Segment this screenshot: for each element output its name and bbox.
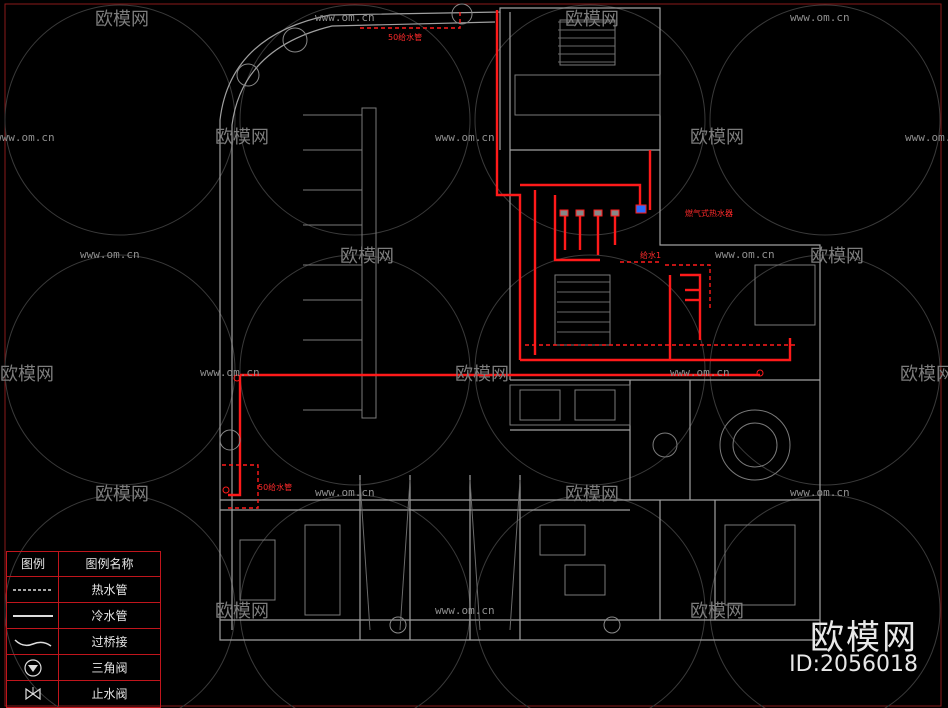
water-pipes [228,10,792,497]
bridge-joint-icon [7,629,59,654]
legend-row: 过桥接 [7,628,160,654]
stop-valve-icon [7,681,59,706]
wm-text: www.om.cn [315,11,375,24]
wm-logo: 欧模网 [95,484,149,505]
wm-logo: 欧模网 [690,127,744,148]
wm-logo: 欧模网 [215,601,269,622]
pipe-annotations: 50给水管 50给水管 燃气式热水器 给水1 [258,32,733,492]
wm-logo: 欧模网 [0,364,54,385]
wm-logo: 欧模网 [565,9,619,30]
wm-text: www.om.cn [905,131,948,144]
riser-label: 给水1 [640,250,661,260]
wm-logo: 欧模网 [455,364,509,385]
wm-text: www.om.cn [435,604,495,617]
angle-valve-icon [7,655,59,680]
heater-label: 燃气式热水器 [685,208,733,218]
wm-logo: 欧模网 [690,601,744,622]
legend-row: 止水阀 [7,680,160,706]
watermark-site-text: www.om.cn www.om.cn www.om.cn www.om.cn … [0,11,948,617]
pipe-label-bottom: 50给水管 [258,482,292,492]
building-walls [219,7,821,641]
stair-hatching [359,21,615,631]
watermark-logo-text: 欧模网 欧模网 欧模网 欧模网 欧模网 欧模网 欧模网 欧模网 欧模网 欧模网 … [0,9,948,622]
wm-text: www.om.cn [670,366,730,379]
legend-item-name: 热水管 [91,583,128,597]
legend-table: 图例 图例名称 热水管 冷水管 过桥接 三角阀 止水阀 [6,551,161,708]
valve-markers [222,204,764,494]
brand-watermark: 欧模网 [810,618,918,658]
wm-text: www.om.cn [0,131,55,144]
wm-logo: 欧模网 [340,246,394,267]
wm-logo: 欧模网 [900,364,948,385]
legend-item-name: 止水阀 [91,687,128,701]
pipe-label-top: 50给水管 [388,32,422,42]
wm-text: www.om.cn [80,248,140,261]
legend-row: 三角阀 [7,654,160,680]
wm-logo: 欧模网 [95,9,149,30]
wm-logo: 欧模网 [215,127,269,148]
wm-logo: 欧模网 [565,484,619,505]
legend-row: 热水管 [7,576,160,602]
legend-item-name: 三角阀 [91,661,128,675]
legend-row: 冷水管 [7,602,160,628]
interior-blocks [239,19,816,616]
cold-water-line-icon [7,603,59,628]
legend-item-name: 过桥接 [91,635,128,649]
id-watermark: ID:2056018 [789,652,918,677]
wm-text: www.om.cn [790,486,850,499]
plant-symbols [219,3,621,634]
legend-header-symbol: 图例 [20,557,45,571]
wm-text: www.om.cn [435,131,495,144]
hot-water-line-icon [7,577,59,602]
dashed-supply-pipes [222,12,795,509]
drawing-frame [4,3,942,707]
wm-text: www.om.cn [315,486,375,499]
wm-logo: 欧模网 [810,246,864,267]
wm-text: www.om.cn [200,366,260,379]
legend-header-name: 图例名称 [85,557,134,571]
wm-text: www.om.cn [715,248,775,261]
legend-item-name: 冷水管 [91,609,128,623]
legend-header: 图例 图例名称 [7,552,160,576]
wm-text: www.om.cn [790,11,850,24]
